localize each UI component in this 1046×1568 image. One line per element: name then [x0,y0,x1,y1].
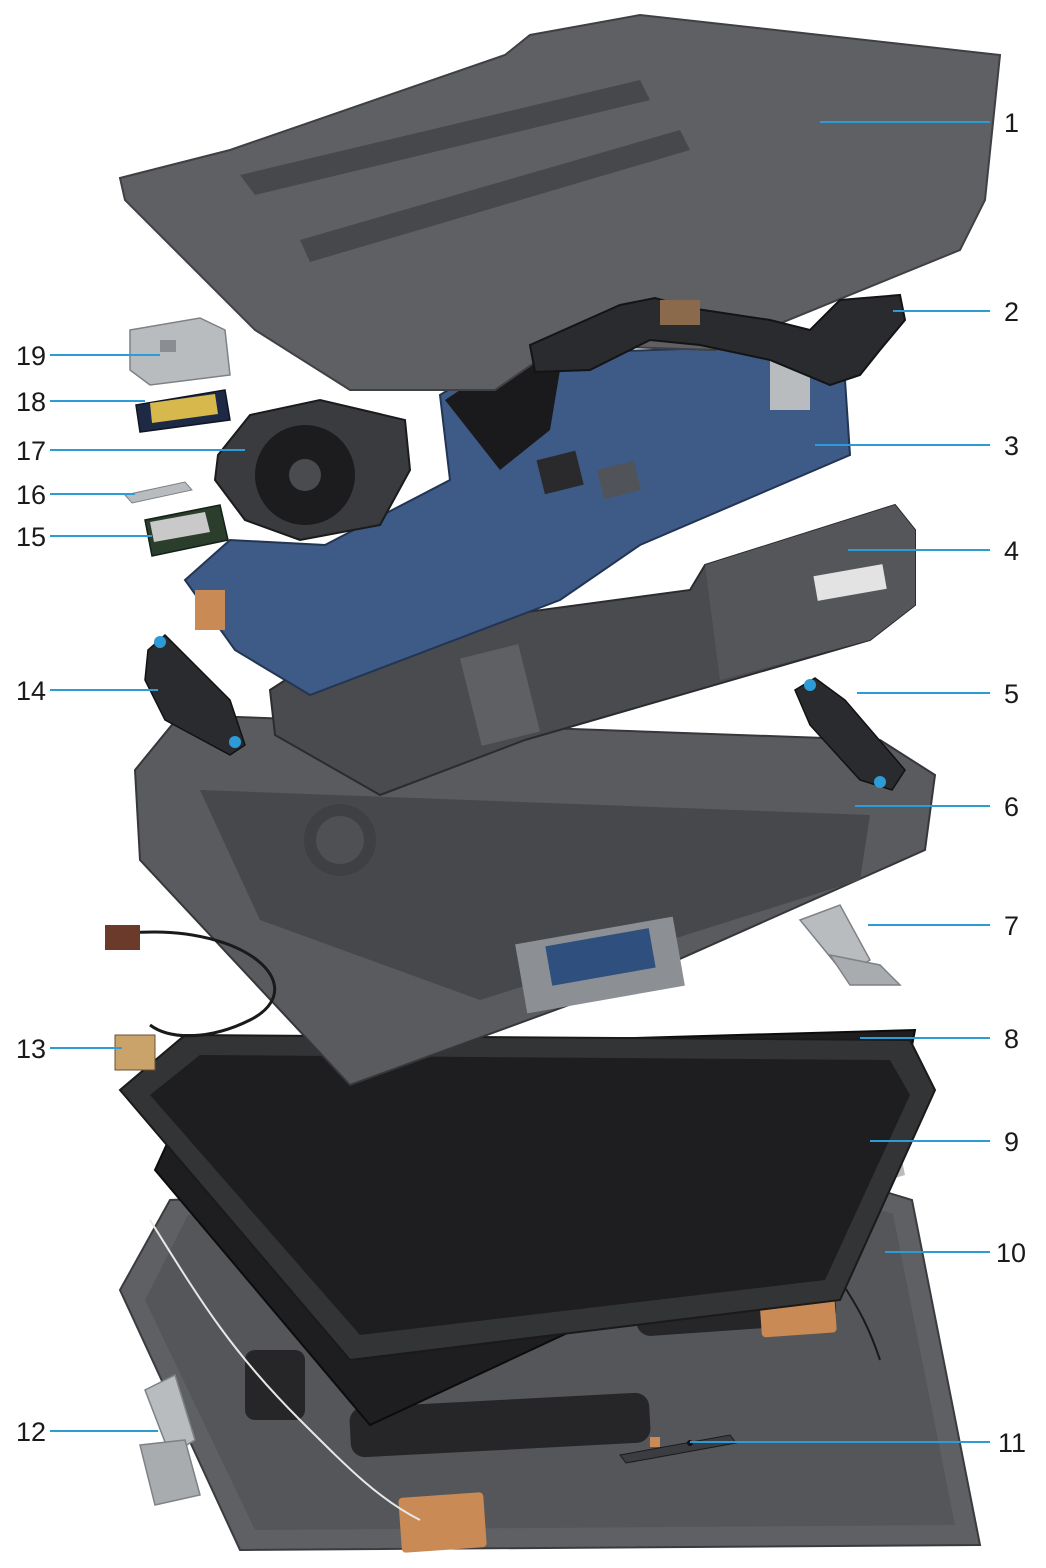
callout-11: 11 [998,1428,1027,1458]
display-bezel [118,1033,937,1362]
callout-7: 7 [1004,911,1020,941]
callout-5: 5 [1004,679,1020,709]
callout-19: 19 [15,341,46,371]
right-speaker [794,677,906,791]
callout-12: 12 [15,1417,46,1447]
leader-lines-left [50,354,245,1432]
palm-rest-keyboard [133,713,937,1087]
wlan-bracket [124,481,193,504]
fan [213,398,412,542]
left-speaker [144,633,246,756]
ssd [135,389,231,433]
left-hinge [139,1373,201,1506]
callout-17: 17 [15,436,46,466]
wlan-card [144,504,229,557]
display-cable [105,925,277,1071]
leader-lines-right [690,121,990,1443]
battery [268,503,916,797]
callout-3: 3 [1004,431,1020,461]
callout-6: 6 [1004,792,1020,822]
callout-10: 10 [996,1238,1027,1268]
ssd-shield [129,317,231,386]
callout-14: 14 [15,676,46,706]
callout-1: 1 [1004,108,1020,138]
callout-18: 18 [15,387,46,417]
callout-15: 15 [15,522,46,552]
callout-16: 16 [15,480,46,510]
callout-4: 4 [1004,536,1020,566]
callout-9: 9 [1004,1127,1020,1157]
right-hinge [798,904,902,986]
callout-8: 8 [1004,1024,1020,1054]
system-board [183,343,852,697]
callout-2: 2 [1004,297,1020,327]
base-cover [118,13,1002,391]
heat-sink [528,293,907,387]
callout-13: 13 [15,1034,46,1064]
